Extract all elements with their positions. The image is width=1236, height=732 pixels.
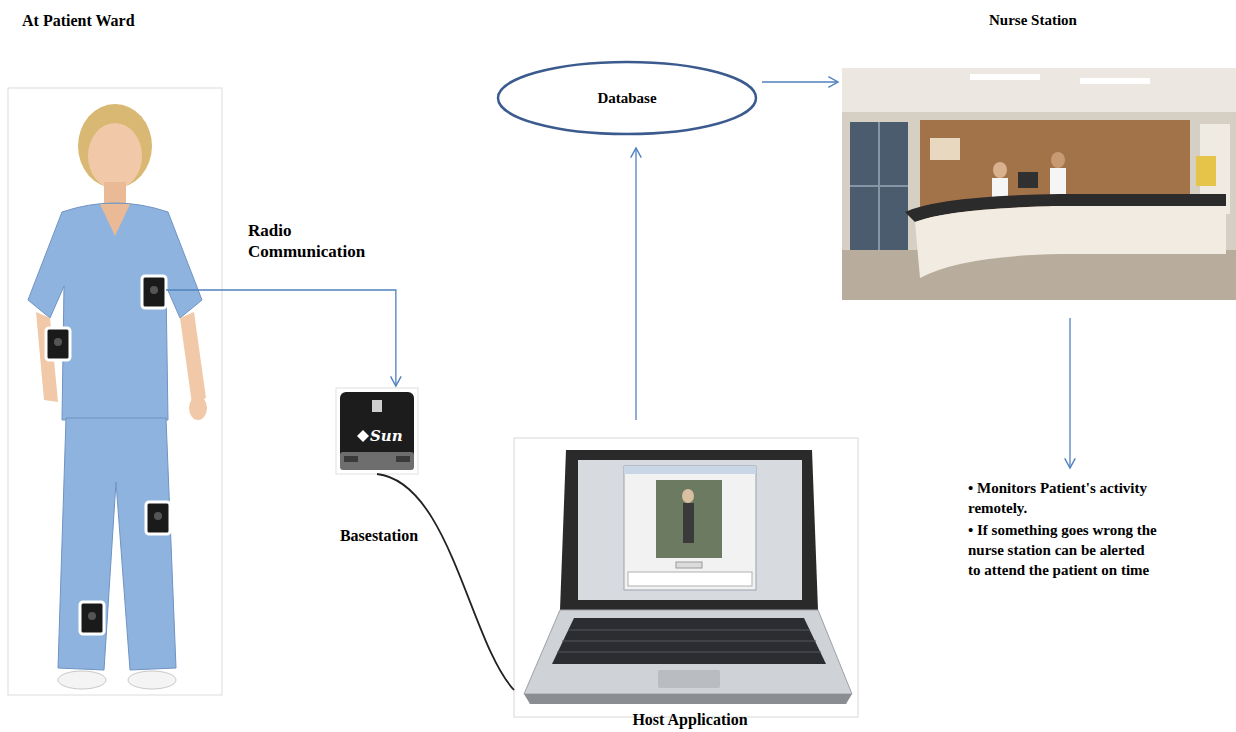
- caption: At Patient Ward: [22, 12, 135, 30]
- caption: Basestation: [340, 527, 418, 545]
- connector: [631, 148, 642, 420]
- database-ellipse: Database: [496, 60, 758, 136]
- connector-line: [1069, 318, 1070, 468]
- nurse-station-box: Nurse Station: [842, 68, 1236, 300]
- ellipse-shape: [498, 62, 756, 134]
- edge-label: Radio Communication: [248, 220, 380, 262]
- nurse-station-photo: [842, 68, 1236, 300]
- bullet-note: • If something goes wrong the nurse stat…: [968, 520, 1158, 580]
- patient-figure-box: At Patient Ward: [8, 88, 222, 695]
- caption: Nurse Station: [989, 11, 1077, 29]
- node-label: Database: [597, 90, 656, 107]
- arrow-head: [391, 376, 402, 386]
- connector-line: [635, 148, 636, 420]
- bullet-note: • Monitors Patient's activity remotely.: [968, 478, 1158, 518]
- connector-line: [222, 290, 396, 386]
- arrow-head: [828, 77, 838, 88]
- connector-line: [762, 81, 838, 82]
- arrow-head: [1065, 458, 1076, 468]
- logo-text: Sun: [370, 428, 403, 444]
- connector: [1065, 318, 1076, 468]
- connector: [762, 77, 838, 88]
- note-block: • Monitors Patient's activity remotely.•…: [968, 478, 1158, 582]
- caption: Host Application: [632, 711, 747, 729]
- basestation-device: [336, 388, 418, 474]
- connector: [222, 290, 401, 386]
- connector: [377, 474, 514, 690]
- connector-line: [377, 474, 514, 690]
- laptop-illustration: [514, 438, 858, 717]
- arrow-head: [631, 148, 642, 158]
- host-application-box: Host Application: [514, 438, 858, 717]
- patient-figure: [8, 88, 222, 695]
